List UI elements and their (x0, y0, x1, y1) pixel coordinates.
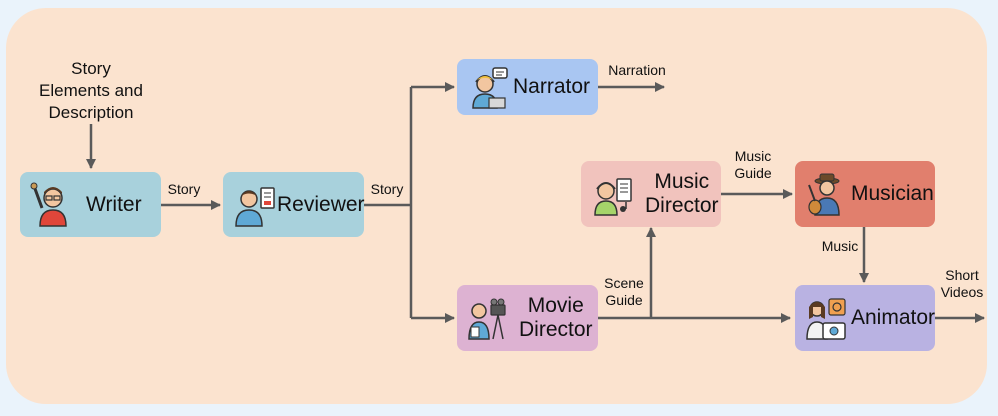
edge-label-scene-guide: Scene Guide (604, 275, 644, 308)
edge-label-short-videos: Short Videos (940, 267, 984, 300)
movie-director-node: Movie Director (457, 285, 598, 351)
narrator-icon (472, 67, 508, 109)
edge-label-music: Music (821, 238, 859, 254)
musician-node: Musician (795, 161, 935, 227)
writer-icon (30, 182, 67, 227)
narrator-node: Narrator (457, 59, 598, 115)
writer-node: Writer (20, 172, 161, 237)
movie-director-icon (468, 298, 506, 340)
movie-director-label: Movie Director (519, 294, 593, 341)
reviewer-node: Reviewer (223, 172, 365, 237)
music-director-label: Music Director (645, 170, 719, 217)
music-director-node: Music Director (581, 161, 721, 227)
animator-label: Animator (851, 306, 936, 329)
edge-label-reviewer-story: Story (370, 181, 404, 197)
edge-label-writer-story: Story (167, 181, 201, 197)
reviewer-label: Reviewer (277, 192, 365, 216)
narrator-label: Narrator (513, 75, 591, 98)
edge-label-narration: Narration (608, 62, 666, 78)
animator-node: Animator (795, 285, 935, 351)
music-director-icon (594, 178, 632, 216)
edge-label-music-guide: Music Guide (734, 148, 772, 181)
reviewer-icon (235, 186, 275, 227)
musician-icon (808, 173, 840, 216)
input-label: Story Elements and Description (39, 59, 143, 122)
musician-label: Musician (851, 182, 934, 205)
writer-label: Writer (86, 192, 142, 216)
animator-icon (806, 298, 846, 340)
